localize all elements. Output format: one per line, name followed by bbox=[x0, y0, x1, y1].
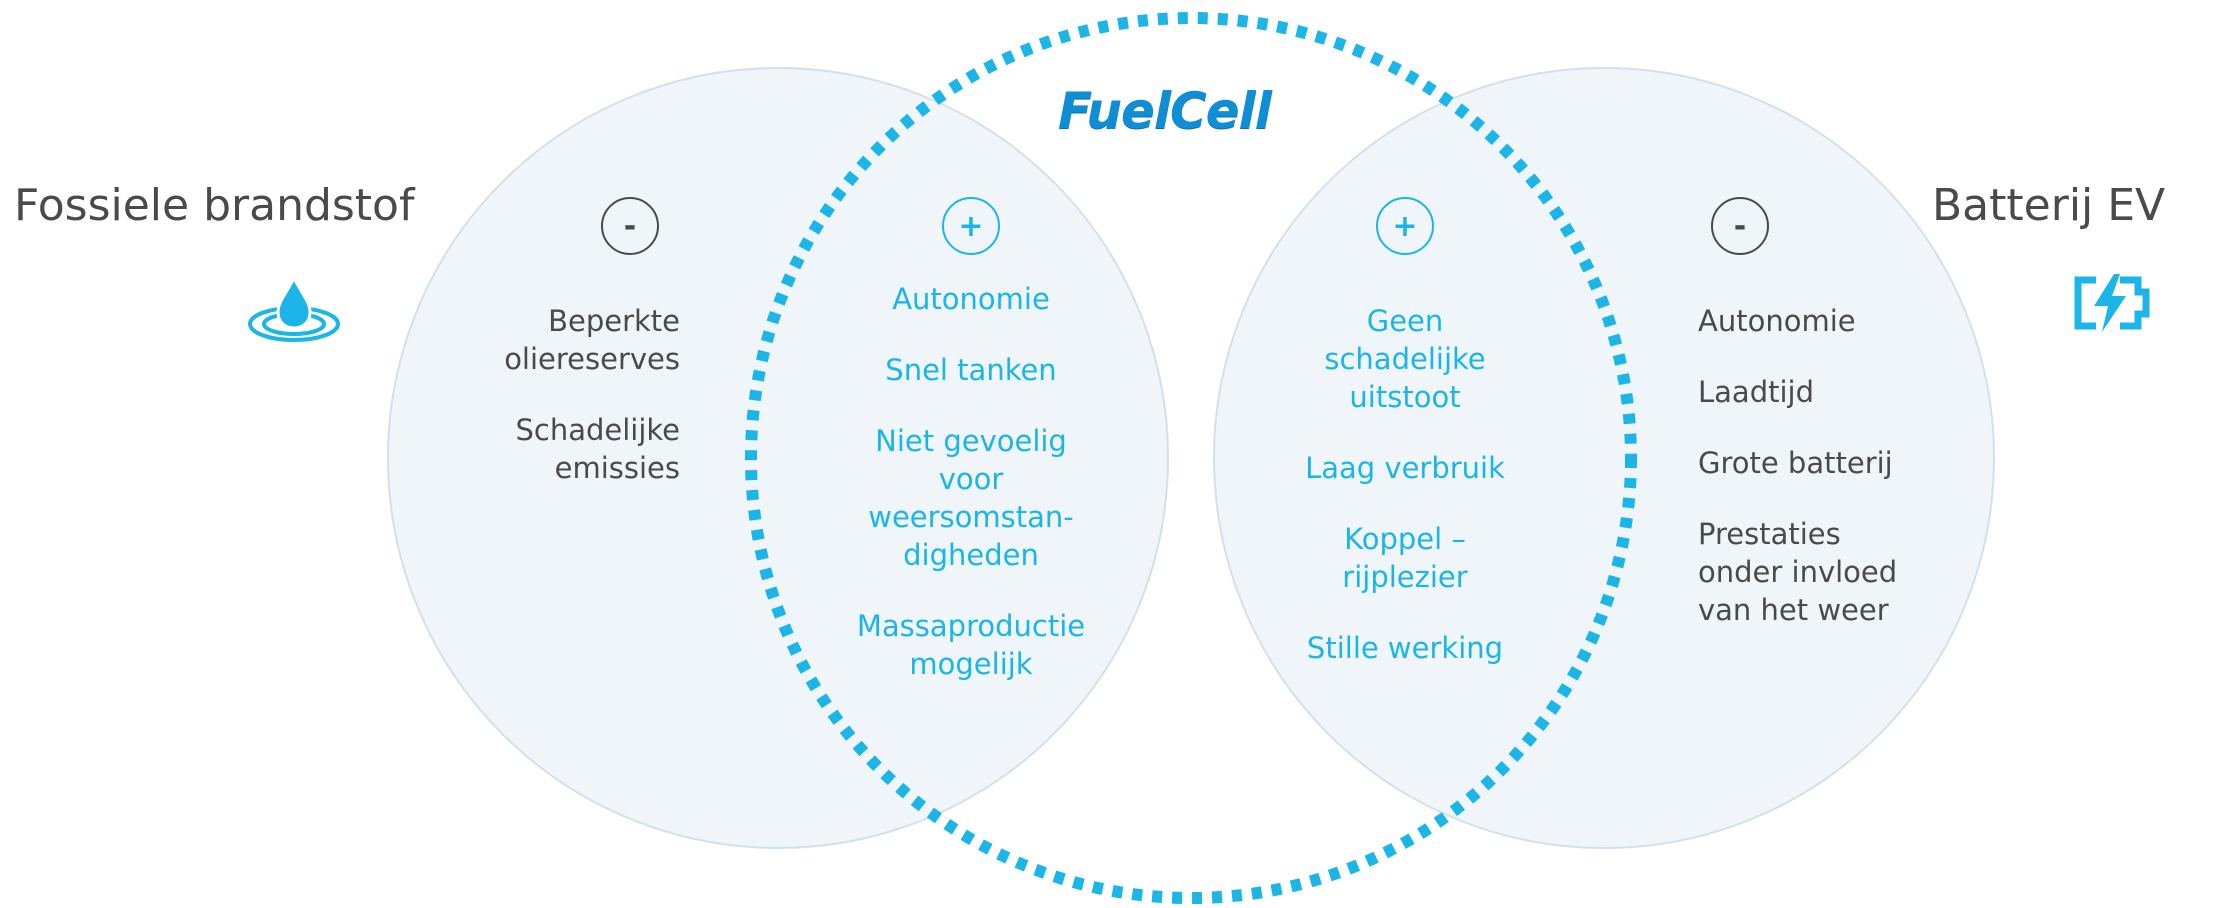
minus-sign-fossil: - bbox=[601, 197, 659, 255]
minus-sign-battery: - bbox=[1711, 197, 1769, 255]
fossil-fuel-circle bbox=[387, 67, 1169, 849]
list-item: Snel tanken bbox=[885, 353, 1057, 387]
plus-sign-fuelcell-left: + bbox=[942, 197, 1000, 255]
list-item: Laadtijd bbox=[1698, 375, 1814, 409]
list-item: Stille werking bbox=[1306, 631, 1504, 665]
oil-drop-icon bbox=[248, 274, 340, 342]
battery-ev-circle bbox=[1213, 67, 1995, 849]
battery-charging-icon bbox=[2074, 274, 2150, 332]
list-item: Autonomie bbox=[1698, 304, 1856, 338]
list-item: Laag verbruik bbox=[1305, 451, 1505, 485]
list-item: Koppel –rijplezier bbox=[1342, 522, 1468, 594]
fuel-cell-circle bbox=[745, 12, 1637, 904]
battery-ev-title: Batterij EV bbox=[1932, 180, 2166, 231]
fuelcell-logo: FuelCell bbox=[1058, 82, 1272, 140]
list-item: Autonomie bbox=[892, 282, 1050, 316]
list-item: Grote batterij bbox=[1698, 446, 1893, 480]
fossil-fuel-title: Fossiele brandstof bbox=[14, 180, 415, 231]
plus-sign-fuelcell-right: + bbox=[1376, 197, 1434, 255]
